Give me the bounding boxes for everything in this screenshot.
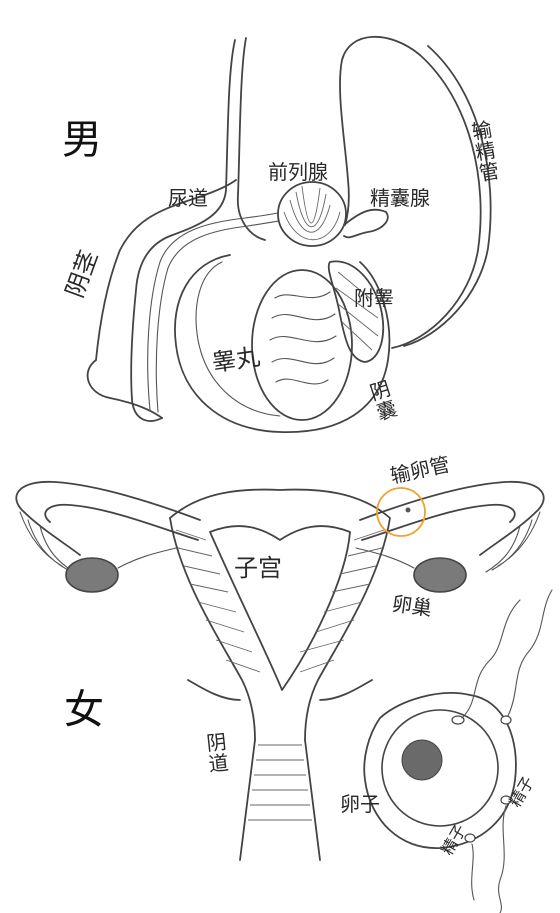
testis-label: 睾丸 (210, 342, 262, 378)
egg-outer (363, 692, 517, 849)
epididymis (327, 260, 384, 363)
testis (251, 269, 353, 421)
sperm-head-1 (451, 715, 465, 725)
uterus-outline (169, 488, 391, 741)
uterine-cavity (209, 525, 351, 691)
ovary-label: 卵巢 (390, 591, 434, 621)
egg-label: 卵子 (340, 792, 380, 816)
egg-nucleus (401, 739, 443, 781)
urethra-label: 尿道 (168, 186, 208, 210)
prostate (277, 181, 347, 247)
vagina-label: 阴道 (201, 730, 231, 776)
seminal-vesicle-label: 精囊腺 (370, 186, 430, 210)
prostate-label: 前列腺 (268, 160, 328, 184)
vagina-outline (239, 739, 321, 861)
seminal-vesicle (343, 208, 389, 239)
fertilization-site-circle (376, 487, 426, 537)
female-heading: 女 (64, 687, 104, 733)
right-ovary (413, 557, 467, 593)
male-anatomy (86, 35, 492, 433)
sperm-head-4 (464, 833, 476, 843)
female-anatomy (15, 481, 553, 913)
scrotum-outline (174, 254, 391, 433)
uterus-label: 子宫 (234, 554, 282, 582)
left-ovary (65, 557, 119, 593)
male-heading: 男 (62, 117, 102, 163)
penis-outline (130, 39, 236, 422)
epididymis-label: 附睾 (354, 286, 394, 310)
